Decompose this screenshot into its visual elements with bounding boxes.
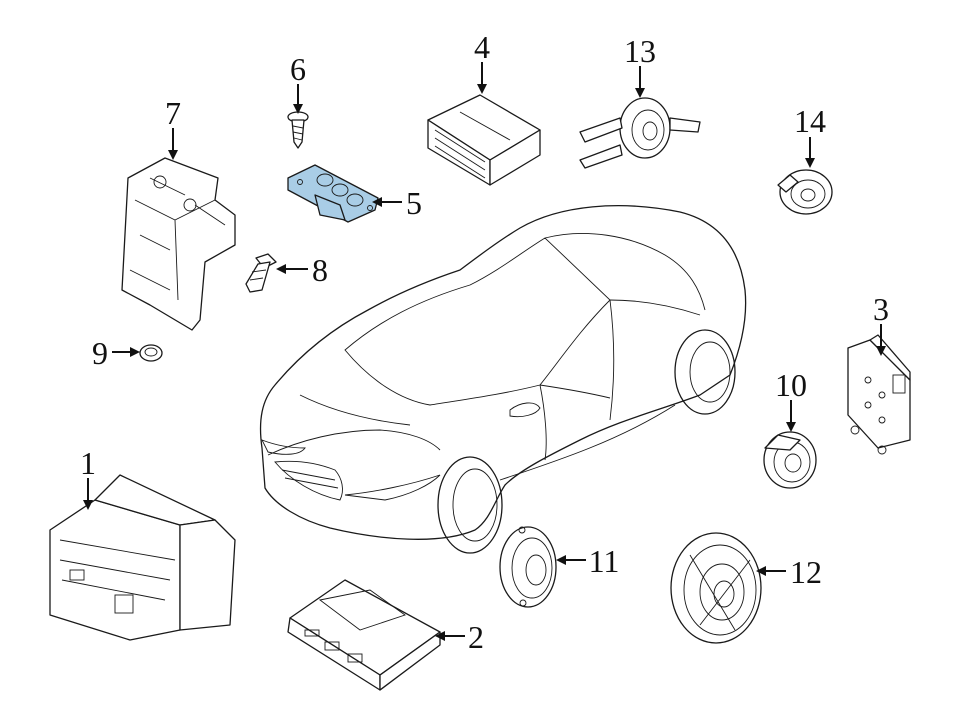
callout-labels: 1 2 3 4 5 6 7 8 9 10 11 12 13 14 bbox=[80, 29, 889, 655]
part-13-tweeter-bracket bbox=[579, 97, 701, 169]
part-4-cd-changer bbox=[427, 94, 541, 186]
callout-5: 5 bbox=[406, 185, 422, 221]
part-7-mounting-bracket bbox=[121, 157, 236, 331]
callout-11: 11 bbox=[589, 543, 620, 579]
part-6-screw bbox=[287, 111, 309, 149]
callout-9: 9 bbox=[92, 335, 108, 371]
callout-14: 14 bbox=[794, 103, 826, 139]
callout-6: 6 bbox=[290, 51, 306, 87]
part-8-bolt bbox=[245, 253, 277, 293]
callout-13: 13 bbox=[624, 33, 656, 69]
part-11-speaker bbox=[499, 526, 557, 608]
callout-8: 8 bbox=[312, 252, 328, 288]
part-3-amplifier bbox=[847, 334, 911, 455]
callout-1: 1 bbox=[80, 445, 96, 481]
part-12-woofer bbox=[670, 532, 762, 644]
part-10-tweeter bbox=[763, 431, 817, 489]
callout-7: 7 bbox=[165, 95, 181, 131]
callout-4: 4 bbox=[474, 29, 490, 65]
callout-3: 3 bbox=[873, 291, 889, 327]
callout-10: 10 bbox=[775, 367, 807, 403]
callout-12: 12 bbox=[790, 554, 822, 590]
leader-arrows bbox=[83, 62, 886, 641]
part-14-small-tweeter bbox=[777, 169, 833, 215]
part-2-module bbox=[287, 579, 441, 691]
callout-2: 2 bbox=[468, 619, 484, 655]
part-9-grommet bbox=[139, 344, 163, 362]
car-illustration bbox=[259, 205, 747, 554]
part-5-highlighted-bracket bbox=[287, 164, 379, 223]
part-1-radio-unit bbox=[49, 474, 236, 641]
